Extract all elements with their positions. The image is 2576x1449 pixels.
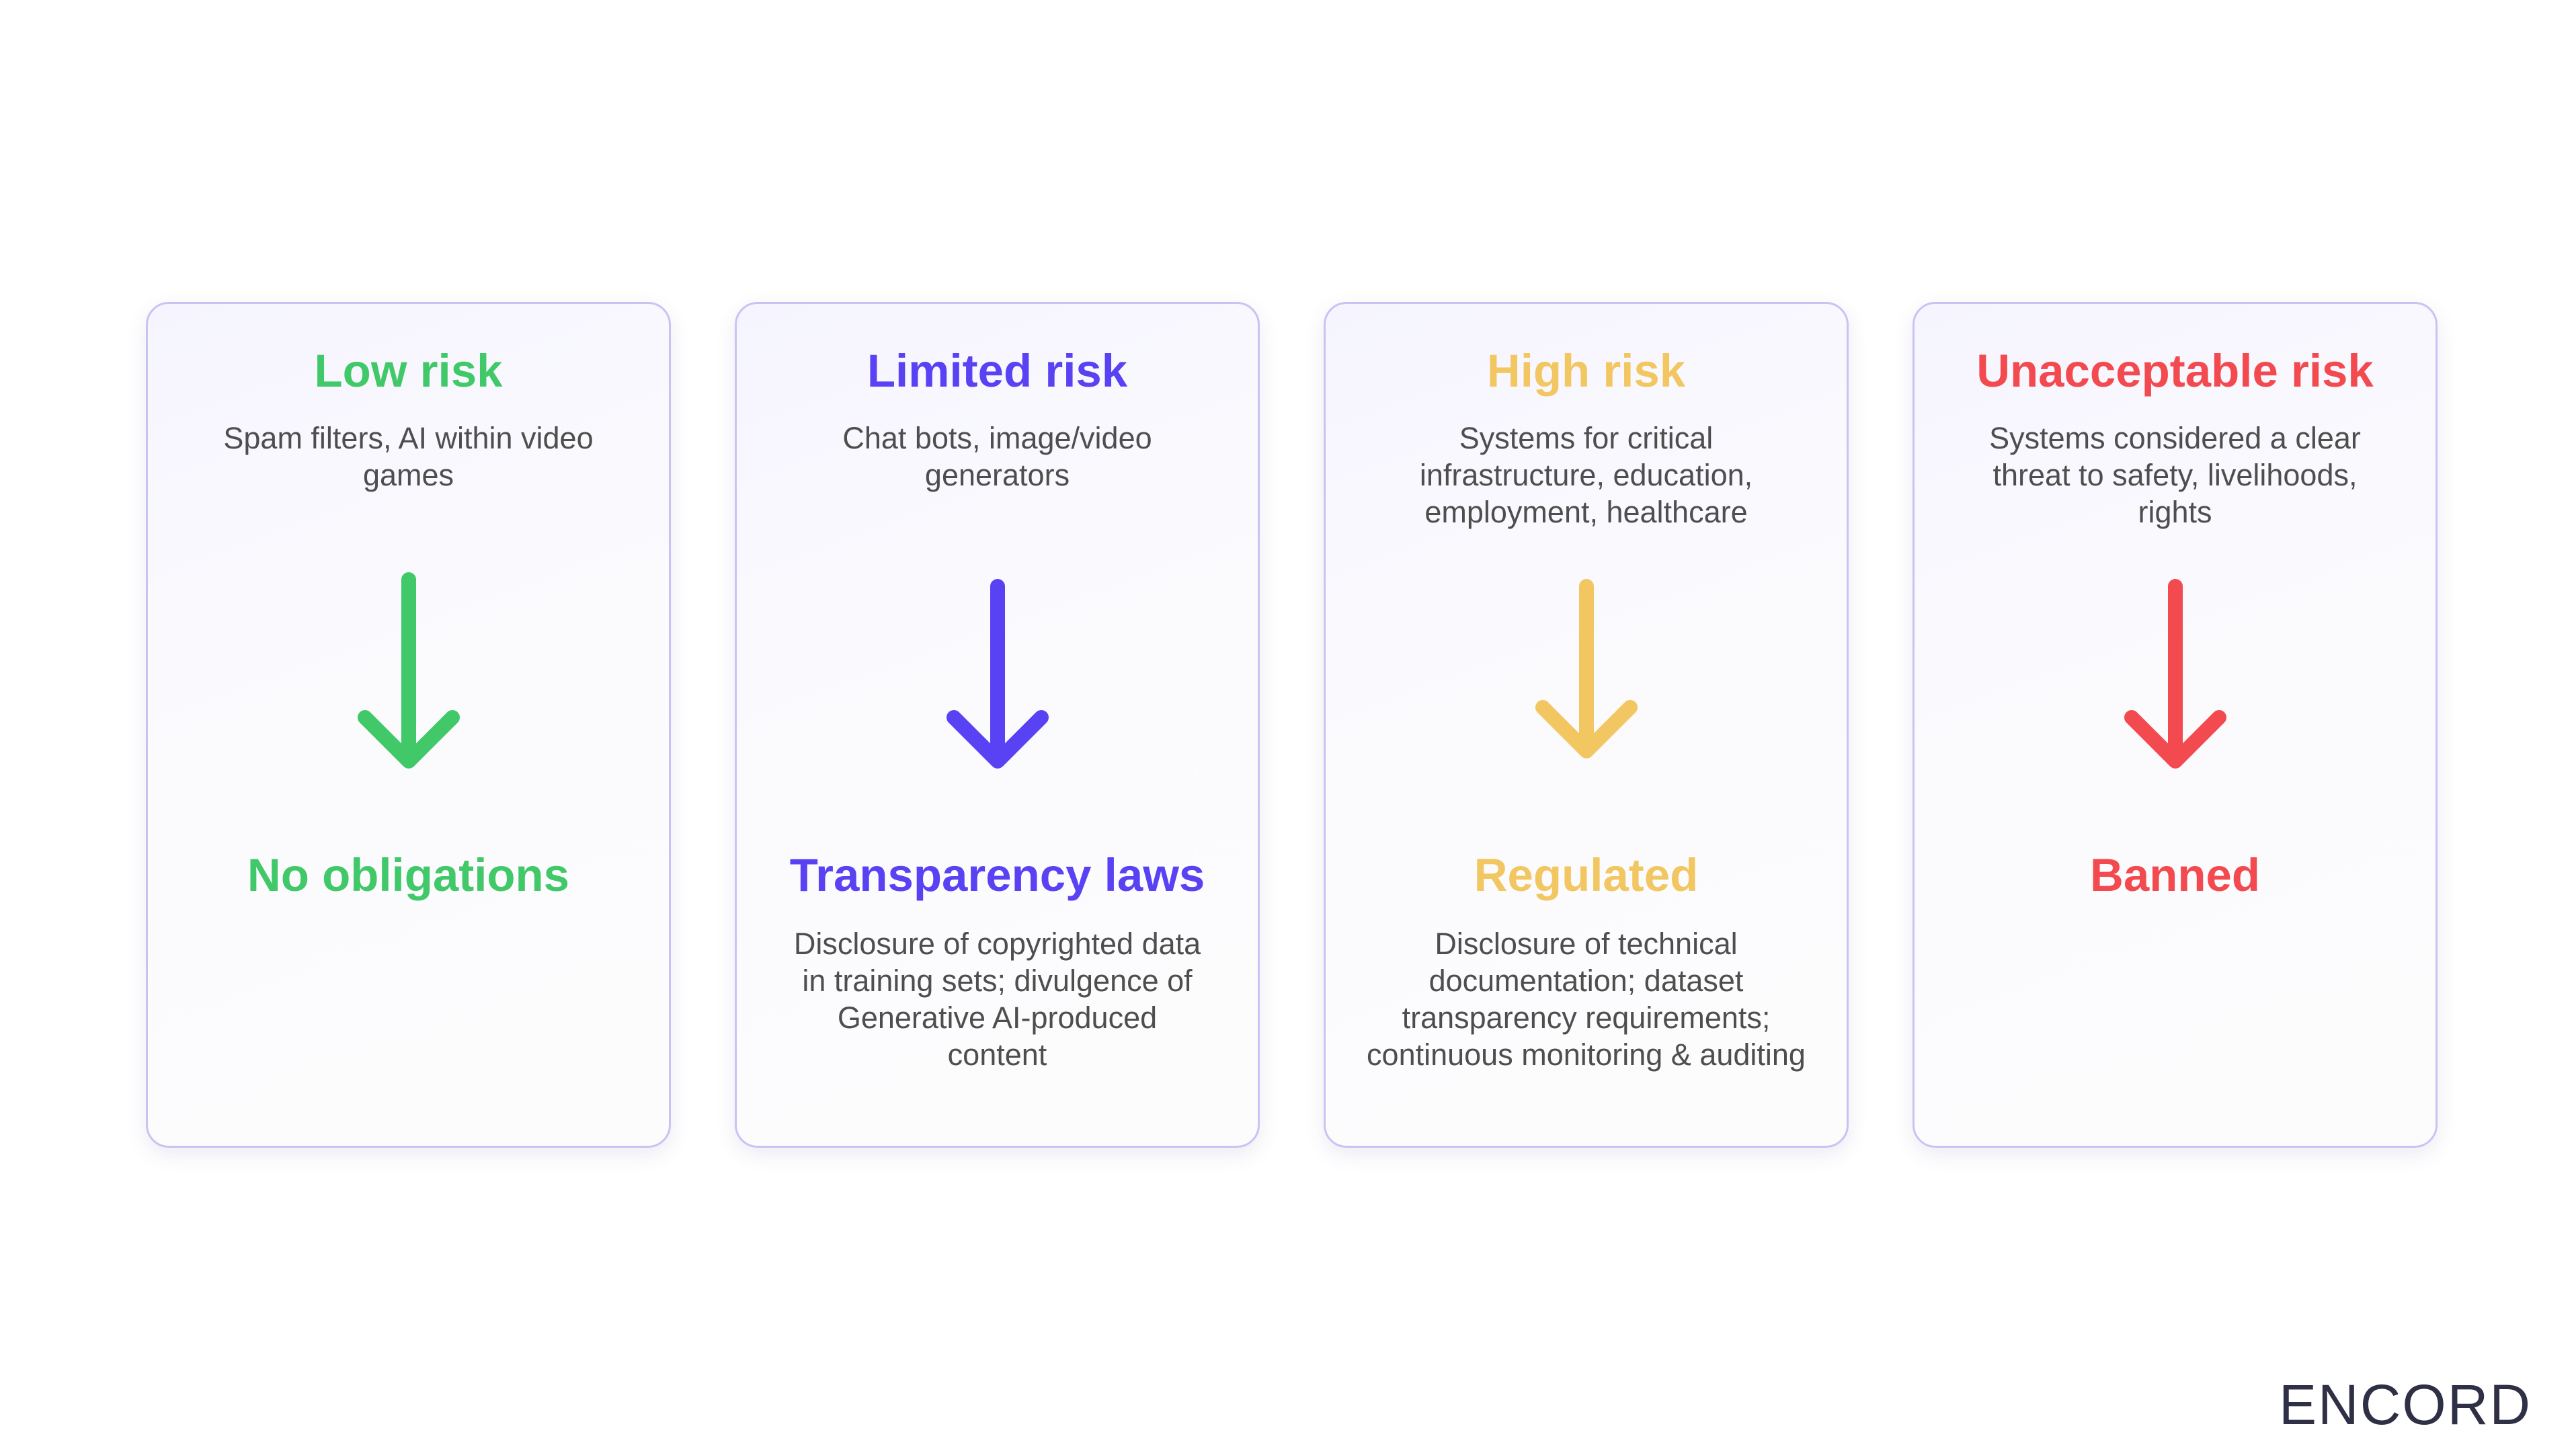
arrow-down-icon [946, 579, 1049, 769]
card-outcome: No obligations [247, 849, 570, 901]
description-line: employment, healthcare [1424, 495, 1748, 529]
note-line: continuous monitoring & auditing [1367, 1037, 1806, 1072]
card-outcome: Regulated [1474, 849, 1699, 901]
card-outcome: Banned [2089, 849, 2261, 901]
description-line: infrastructure, education, [1419, 458, 1753, 492]
description-line: games [362, 458, 454, 492]
note-line: in training sets; divulgence of [802, 964, 1193, 998]
note-line: Disclosure of technical [1435, 927, 1738, 961]
arrow-down-icon [2124, 579, 2226, 769]
arrow-down-icon [357, 572, 460, 769]
note-line: Generative AI-produced [837, 1001, 1158, 1035]
card-outcome: Transparency laws [789, 849, 1205, 901]
description-line: Chat bots, image/video [842, 421, 1152, 455]
description-line: Systems for critical [1459, 421, 1714, 455]
description-line: threat to safety, livelihoods, [1993, 458, 2358, 492]
card-unacceptable-risk: Unacceptable risk Systems considered a c… [1913, 302, 2438, 1148]
card-title: High risk [1486, 345, 1686, 397]
card-title: Limited risk [867, 345, 1128, 397]
card-title: Low risk [314, 345, 503, 397]
description-line: Systems considered a clear [1989, 421, 2361, 455]
arrow-down-icon [1535, 579, 1638, 758]
note-line: content [947, 1037, 1047, 1072]
description-line: Spam filters, AI within video [223, 421, 594, 455]
description-line: generators [924, 458, 1070, 492]
encord-logo: ENCORD [2279, 1373, 2532, 1432]
note-line: Disclosure of copyrighted data [793, 927, 1201, 961]
note-line: transparency requirements; [1402, 1001, 1771, 1035]
description-line: rights [2138, 495, 2212, 529]
card-title: Unacceptable risk [1976, 345, 2374, 397]
note-line: documentation; dataset [1428, 964, 1744, 998]
svg-text:ENCORD: ENCORD [2279, 1373, 2532, 1432]
